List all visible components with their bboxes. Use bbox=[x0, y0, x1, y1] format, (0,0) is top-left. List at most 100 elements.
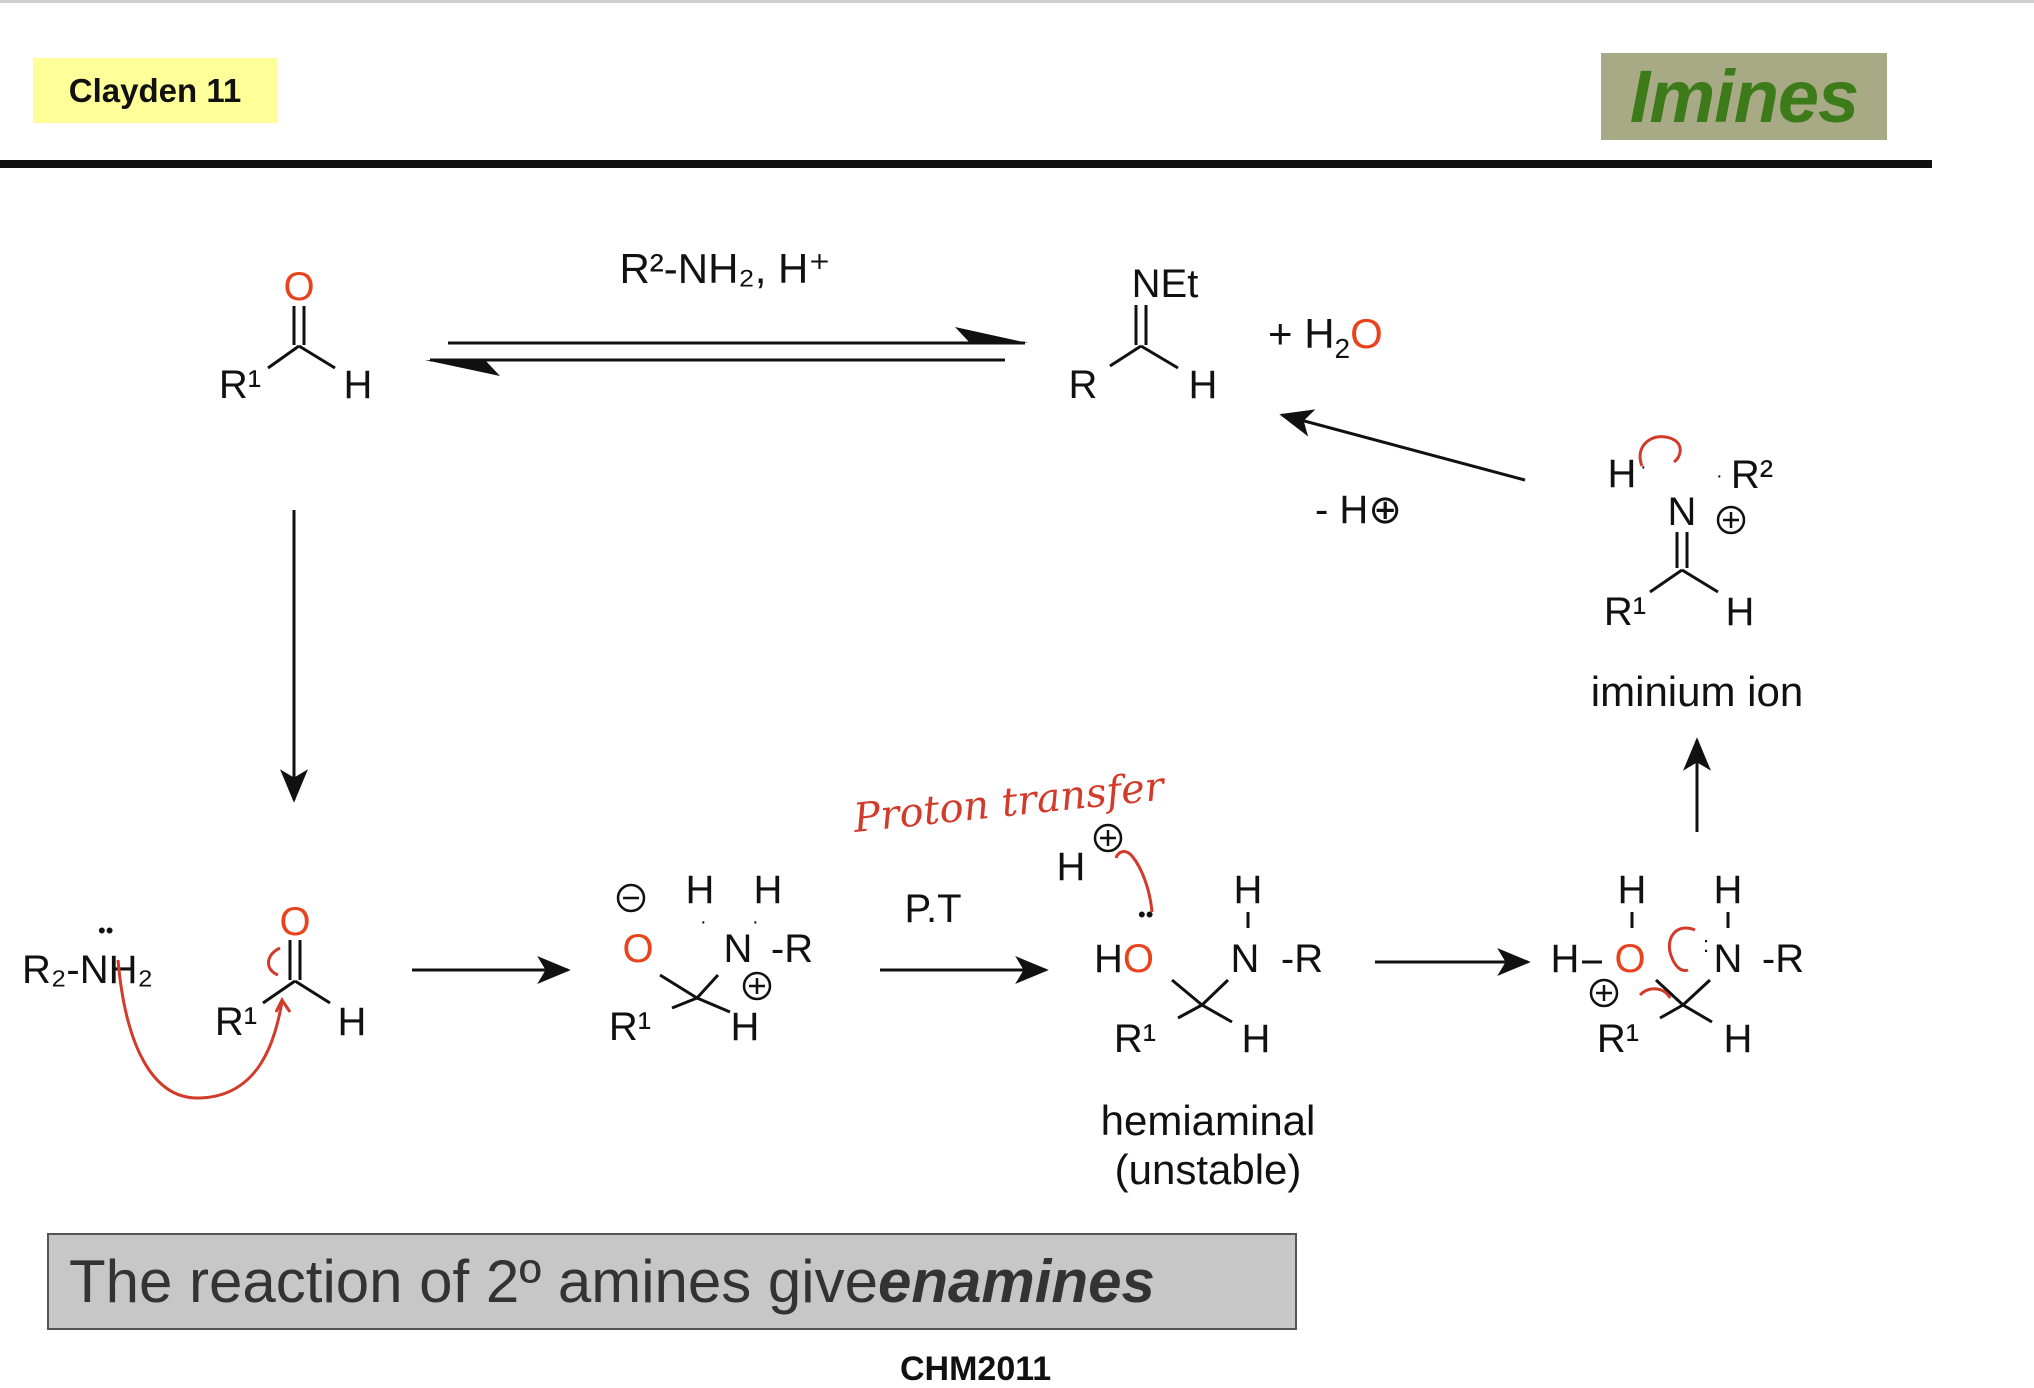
nucleophilic-attack-curly-arrow-icon bbox=[116, 959, 284, 1100]
reverse-arrowhead bbox=[425, 360, 500, 376]
water-oxygen: O bbox=[1350, 310, 1383, 357]
bond bbox=[695, 973, 720, 1000]
protonated-oxygen: O bbox=[1614, 937, 1645, 981]
bond bbox=[1681, 568, 1719, 594]
imine-r: R bbox=[1069, 363, 1098, 407]
curly-arrowhead-icon bbox=[274, 997, 292, 1013]
bond-dot: · bbox=[1716, 465, 1723, 487]
hemiaminal-h-plus: H bbox=[1057, 845, 1086, 889]
forward-arrowhead bbox=[955, 327, 1028, 343]
bond bbox=[1109, 344, 1142, 368]
bond bbox=[696, 996, 731, 1014]
hemiaminal-n: N bbox=[1231, 937, 1260, 981]
amine-lone-pair: •• bbox=[98, 918, 113, 943]
bond-to-oxygen-curly-arrow-icon bbox=[267, 946, 281, 977]
deprotonation-label: - H⊕ bbox=[1315, 488, 1402, 532]
bond-dot: · bbox=[700, 911, 707, 933]
aldehyde2-oxygen: O bbox=[279, 900, 310, 944]
hemiaminal-h: H bbox=[1094, 937, 1123, 981]
course-tag: Clayden 11 bbox=[33, 58, 277, 123]
bond bbox=[1649, 568, 1683, 594]
hemiaminal-ho: HO bbox=[1094, 937, 1154, 981]
course-tag-text: Clayden 11 bbox=[68, 71, 242, 109]
bond bbox=[294, 979, 331, 1005]
bond bbox=[267, 344, 300, 370]
water-byproduct: + H2O bbox=[1268, 310, 1383, 364]
hemiaminal-r1: R¹ bbox=[1114, 1017, 1156, 1061]
bond bbox=[298, 344, 336, 370]
oxygen-lone-pair: •• bbox=[1138, 902, 1153, 927]
imine-h: H bbox=[1189, 363, 1218, 407]
iminium-r1: R¹ bbox=[1604, 590, 1646, 634]
bond bbox=[1659, 1003, 1684, 1020]
leaving-group-curly-arrow-icon bbox=[1638, 987, 1672, 999]
aldehyde-r1: R¹ bbox=[219, 363, 261, 407]
reagents-label: R²-NH₂, H⁺ bbox=[619, 245, 830, 292]
protonated-r: -R bbox=[1762, 937, 1804, 981]
aldehyde2-h: H bbox=[338, 1000, 367, 1044]
callout-emphasis: enamines bbox=[878, 1248, 1155, 1315]
zwitterion-n: N bbox=[724, 927, 753, 971]
positive-charge-icon bbox=[1589, 978, 1619, 1008]
bond bbox=[1681, 978, 1712, 1007]
zwitterion-oxygen: O bbox=[622, 927, 653, 971]
iminium-structure: H · N · R² R¹ H iminium ion bbox=[1591, 435, 1803, 715]
protonated-h-top-o: H bbox=[1618, 868, 1647, 912]
aldehyde-structure-2: O R¹ H bbox=[215, 900, 367, 1044]
hemiaminal-oxygen: O bbox=[1123, 937, 1154, 981]
top-border bbox=[0, 0, 2034, 3]
bond bbox=[1200, 978, 1230, 1007]
deprotonation-arrow bbox=[1279, 409, 1526, 482]
protonated-h-top-n: H bbox=[1714, 868, 1743, 912]
protonated-n: N bbox=[1714, 937, 1743, 981]
hemiaminal-h: H bbox=[1242, 1017, 1271, 1061]
hemiaminal-r: -R bbox=[1281, 937, 1323, 981]
positive-charge-icon bbox=[742, 971, 772, 1001]
imine-n: NEt bbox=[1132, 262, 1199, 306]
iminium-label: iminium ion bbox=[1591, 668, 1803, 715]
water-subscript: 2 bbox=[1335, 333, 1351, 364]
hemiaminal-h-top: H bbox=[1234, 868, 1263, 912]
aldehyde2-r1: R¹ bbox=[215, 1000, 257, 1044]
hemiaminal-structure: H •• HO H N -R R¹ H hemiaminal (unstable… bbox=[1057, 823, 1323, 1193]
equilibrium-arrows: R²-NH₂, H⁺ bbox=[425, 245, 1028, 376]
zwitterion-structure: O H H · · N -R R¹ H bbox=[609, 868, 813, 1049]
water-plus-h: + H bbox=[1268, 310, 1335, 357]
iminium-h: H bbox=[1608, 452, 1637, 496]
protonated-hemiaminal-structure: H O H H : N -R R¹ H bbox=[1551, 868, 1805, 1061]
proton-transfer-label: P.T bbox=[904, 887, 961, 931]
zwitterion-h1: H bbox=[686, 868, 715, 912]
bond bbox=[1140, 344, 1179, 370]
bond bbox=[671, 996, 698, 1010]
protonated-r1: R¹ bbox=[1597, 1017, 1639, 1061]
amine-formula: R₂-NH₂ bbox=[22, 948, 153, 992]
water-formula: + H2O bbox=[1268, 310, 1383, 364]
iminium-r2: R² bbox=[1731, 453, 1773, 497]
bond bbox=[1682, 1003, 1713, 1024]
amine-structure: R₂-NH₂ •• bbox=[22, 918, 292, 1100]
iminium-n: N bbox=[1668, 490, 1697, 534]
callout-text: The reaction of 2º amines give bbox=[69, 1248, 879, 1315]
deprotonation-step: - H⊕ bbox=[1279, 409, 1526, 532]
aldehyde-oxygen: O bbox=[283, 265, 314, 309]
proton-transfer-handwritten: Proton transfer bbox=[850, 763, 1169, 842]
bond bbox=[659, 973, 698, 1000]
nitrogen-lone-pair: : bbox=[1703, 932, 1709, 957]
protonation-curly-arrow-icon bbox=[1114, 850, 1154, 913]
enamine-callout: The reaction of 2º amines give enamines bbox=[47, 1233, 1297, 1330]
slide-title: Imines bbox=[1601, 53, 1887, 140]
zwitterion-h2: H bbox=[754, 868, 783, 912]
lone-pair-dots: · bbox=[1640, 456, 1647, 478]
slide-title-text: Imines bbox=[1629, 55, 1859, 138]
bond-dot: · bbox=[752, 911, 759, 933]
hemiaminal-label: hemiaminal bbox=[1101, 1097, 1316, 1144]
bond bbox=[1201, 1003, 1233, 1024]
course-code: CHM2011 bbox=[900, 1350, 1052, 1388]
bond bbox=[1177, 1003, 1203, 1020]
title-divider bbox=[0, 160, 1932, 168]
bond bbox=[1654, 978, 1685, 1007]
iminium-h2: H bbox=[1726, 590, 1755, 634]
curly-arrow-icon bbox=[1638, 435, 1682, 467]
protonated-h-left: H bbox=[1551, 937, 1580, 981]
